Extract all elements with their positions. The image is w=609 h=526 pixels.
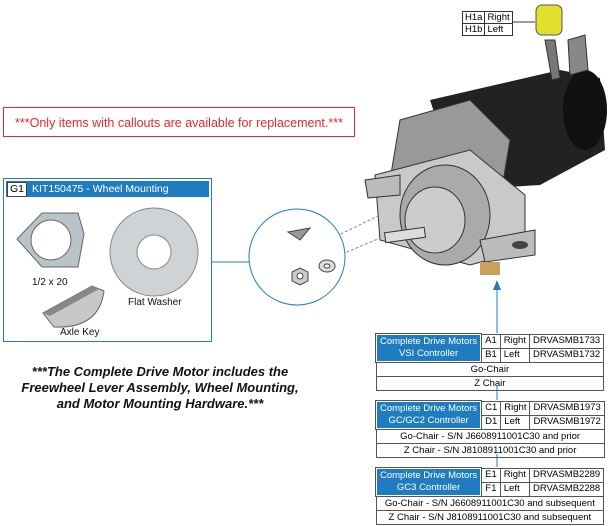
side-label: Right [500, 400, 531, 416]
side-label: Left [499, 347, 530, 363]
callout-code: A1 [480, 333, 501, 349]
nut-label: 1/2 x 20 [32, 277, 68, 288]
kit-hardware-drawings [16, 207, 199, 328]
replacement-warning-banner: ***Only items with callouts are availabl… [3, 107, 355, 137]
hardware-callout-circle [248, 208, 346, 306]
kit-title: KIT150475 - Wheel Mounting Hardware [6, 183, 169, 211]
callout-code: C1 [480, 400, 502, 416]
applicability-note: Go-Chair [375, 361, 605, 377]
applicability-note: Z Chair - S/N J8108911001C30 and prior [375, 443, 605, 458]
applicability-note: Go-Chair - S/N J6608911001C30 and subseq… [375, 495, 605, 511]
callout-code: B1 [480, 347, 501, 363]
side-label: Left [500, 414, 531, 430]
callout-code: D1 [480, 414, 502, 430]
freewheel-lever-icon [535, 4, 563, 36]
side-label: Left [484, 23, 513, 36]
axle-key-icon [42, 285, 105, 328]
applicability-note: Z Chair [375, 376, 605, 391]
washer-label: Flat Washer [128, 297, 182, 308]
motor-drawing [304, 4, 607, 275]
callout-code: H1b [461, 23, 486, 36]
part-number: DRVASMB2289 [528, 467, 605, 483]
callout-code: H1a [461, 11, 486, 24]
part-number: DRVASMB2288 [528, 481, 605, 497]
part-number: DRVASMB1733 [528, 333, 605, 349]
applicability-note: Z Chair - S/N J8108911001C30 and subsequ… [375, 510, 605, 525]
applicability-note: Go-Chair - S/N J6608911001C30 and prior [375, 428, 605, 444]
part-number: DRVASMB1972 [529, 414, 605, 430]
side-label: Left [499, 481, 530, 497]
side-label: Right [484, 11, 513, 24]
axle-key-label: Axle Key [60, 327, 100, 338]
part-number: DRVASMB1973 [529, 400, 605, 416]
side-label: Right [499, 333, 530, 349]
side-label: Right [499, 467, 530, 483]
included-components-note: ***The Complete Drive Motor includes the… [21, 364, 299, 411]
part-number: DRVASMB1732 [528, 347, 605, 363]
callout-code: E1 [480, 467, 501, 483]
callout-code: F1 [480, 481, 501, 497]
